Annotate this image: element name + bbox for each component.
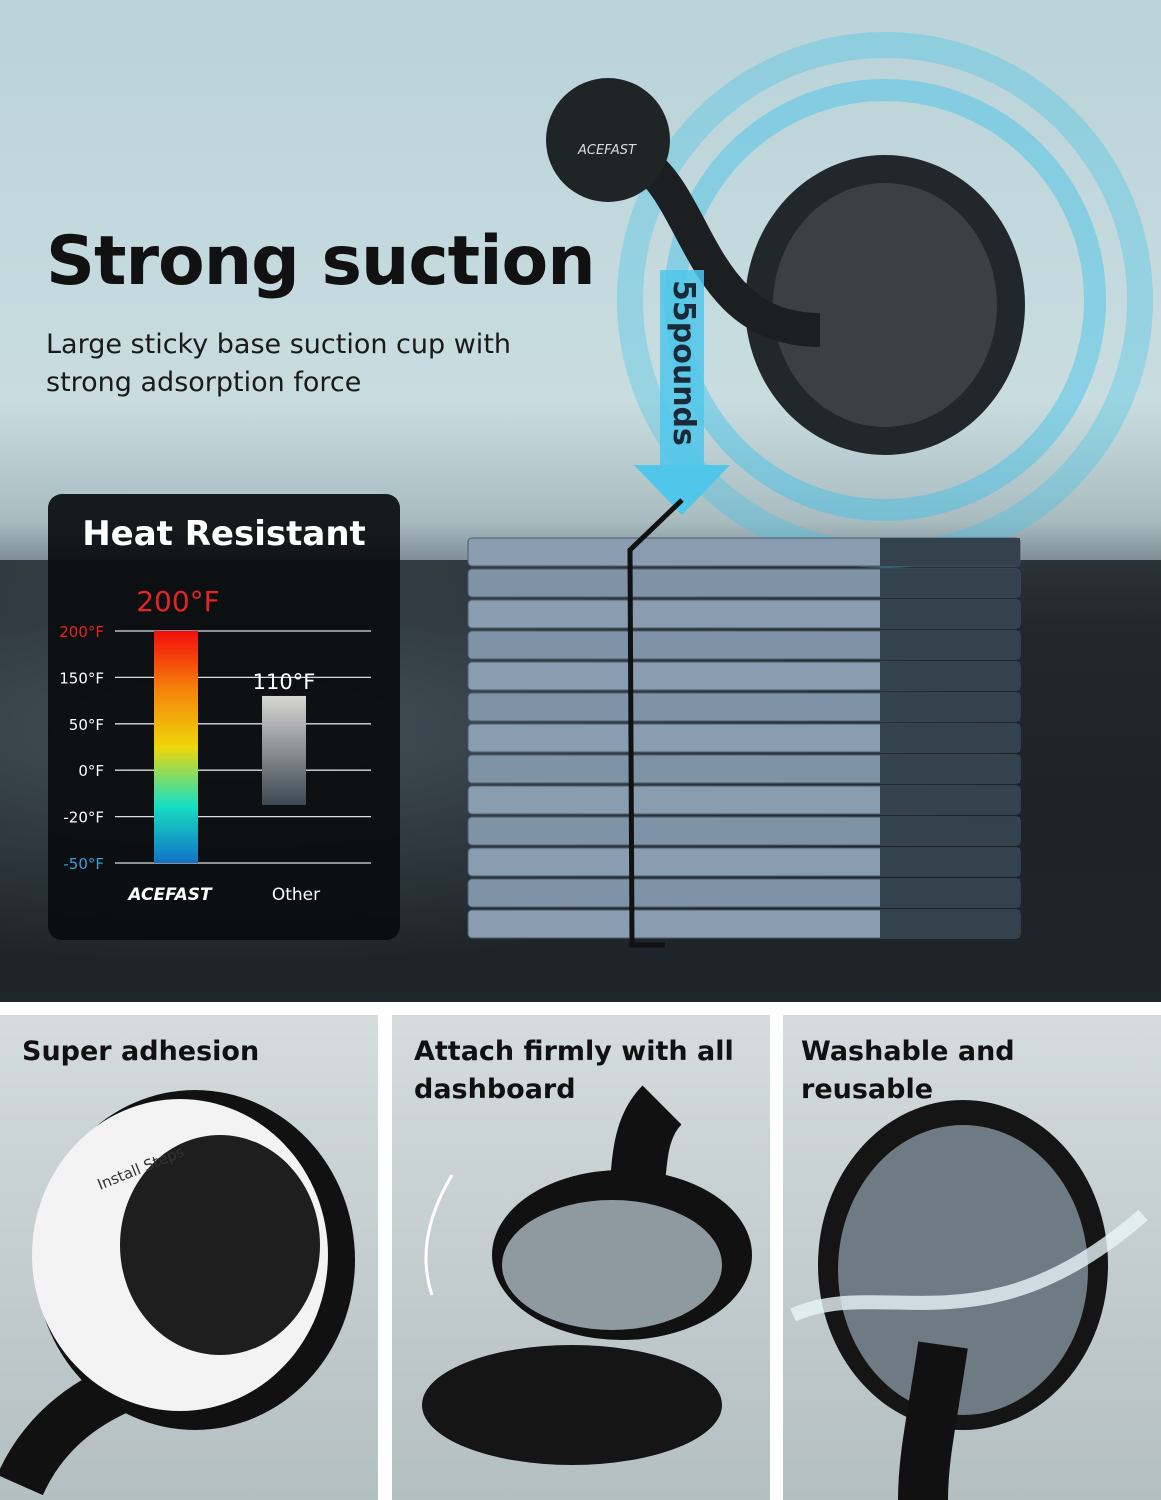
bar-other	[262, 695, 306, 805]
y-tick-label: 200°F	[59, 623, 104, 641]
y-tick-label: 0°F	[78, 762, 104, 780]
product-illustration: ACEFAST 55pounds	[467, 32, 1153, 948]
weight-arrow	[660, 270, 704, 465]
panel-super-adhesion: Install Steps Super adhesion	[0, 1015, 378, 1500]
hero-title: Strong suction	[46, 222, 596, 301]
rotate-arrow	[424, 1174, 454, 1296]
bar-acefast	[154, 631, 198, 863]
y-tick-label: -50°F	[63, 855, 104, 873]
data-label: 110°F	[253, 670, 316, 694]
panel-title: Attach firmly with all dashboard	[414, 1036, 734, 1105]
hanging-cord	[627, 498, 684, 948]
weight-label: 55pounds	[666, 280, 701, 446]
magnetic-head	[546, 78, 670, 202]
y-tick-label: -20°F	[63, 809, 104, 827]
water-splash	[790, 1209, 1148, 1322]
panel-attach-firmly: Attach firmly with all dashboard	[392, 1015, 770, 1500]
y-tick-label: 150°F	[59, 669, 104, 687]
hero-section: ACEFAST 55pounds Strong suction Large st…	[0, 0, 1161, 1002]
washable-cup-illustration	[790, 1100, 1148, 1500]
panel-title: Washable and reusable	[801, 1036, 1015, 1105]
suction-cup-illustration	[422, 1085, 752, 1465]
heat-resistant-card: Heat Resistant 200°F 150°F 50°F 0°F -20°F -50…	[48, 494, 400, 940]
mount-arm	[629, 145, 821, 347]
x-category-label: ACEFAST	[126, 885, 213, 905]
heat-chart: 200°F 150°F 50°F 0°F -20°F -50°F ACEFAST 110°F O…	[59, 585, 371, 905]
panel-title: Super adhesion	[22, 1036, 260, 1067]
heat-card-title: Heat Resistant	[82, 514, 366, 554]
highlight-label: 200°F	[136, 585, 220, 618]
panel-washable: Washable and reusable	[783, 1015, 1161, 1500]
hero-subtitle: Large sticky base suction cup with stron…	[46, 329, 512, 398]
phone-stack	[467, 537, 1021, 939]
logo-text: ACEFAST	[577, 143, 637, 158]
x-category-label: Other	[272, 885, 320, 905]
y-tick-label: 50°F	[69, 716, 104, 734]
adhesive-pad-illustration: Install Steps	[0, 1090, 355, 1496]
